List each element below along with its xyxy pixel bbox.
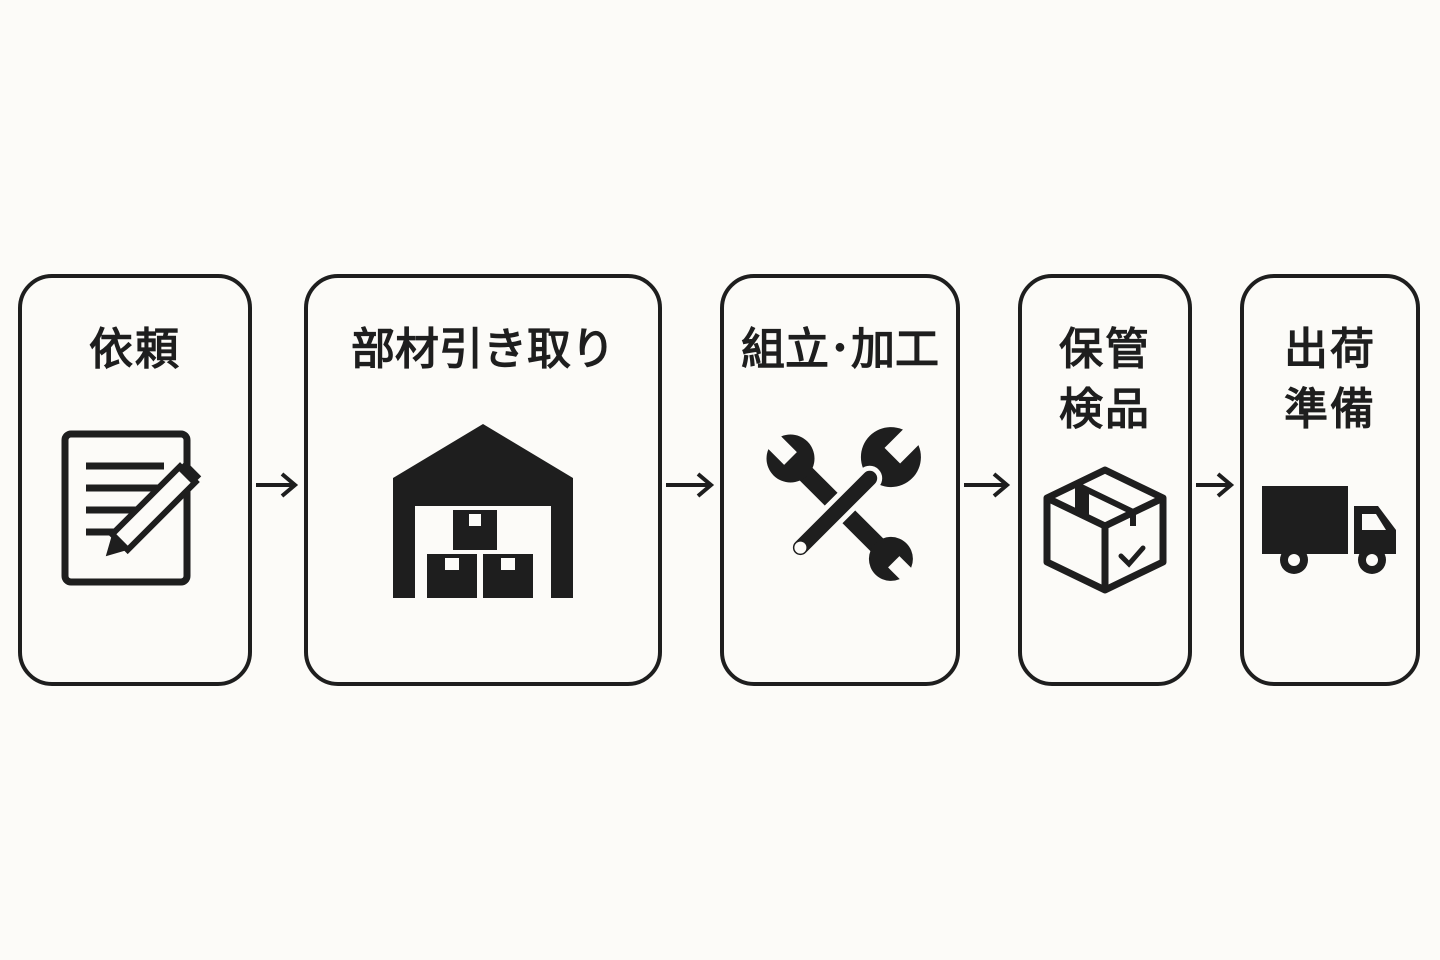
step-label: 依頼 bbox=[89, 324, 181, 375]
step-assembly-processing: 組立･加工 bbox=[720, 274, 960, 686]
warehouse-boxes-icon bbox=[393, 424, 573, 598]
arrow-right-icon bbox=[1196, 472, 1235, 498]
step-label: 保管 検品 bbox=[1059, 324, 1151, 435]
step-request: 依頼 bbox=[18, 274, 252, 686]
step-parts-pickup: 部材引き取り bbox=[304, 274, 662, 686]
arrow-right-icon bbox=[964, 472, 1011, 498]
document-pencil-icon bbox=[61, 430, 202, 586]
checked-box-icon bbox=[1043, 466, 1167, 594]
step-storage-inspection: 保管 検品 bbox=[1018, 274, 1192, 686]
delivery-truck-icon bbox=[1262, 486, 1396, 574]
step-shipping-preparation: 出荷 準備 bbox=[1240, 274, 1420, 686]
step-label: 組立･加工 bbox=[741, 324, 939, 375]
crossed-wrenches-icon bbox=[762, 422, 926, 585]
arrow-right-icon bbox=[666, 472, 715, 498]
arrow-right-icon bbox=[256, 472, 299, 498]
step-label: 出荷 準備 bbox=[1284, 324, 1376, 435]
step-label: 部材引き取り bbox=[351, 324, 615, 375]
